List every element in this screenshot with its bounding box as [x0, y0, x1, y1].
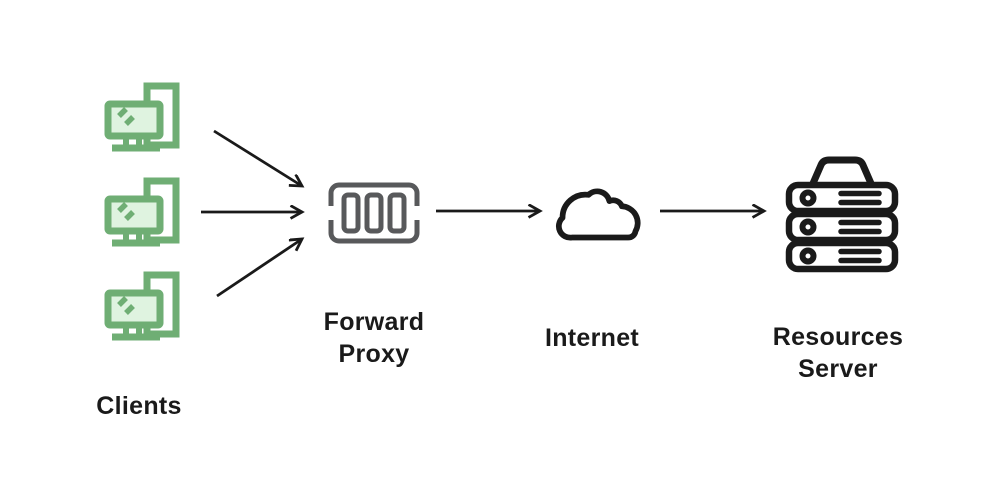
cloud-icon	[556, 188, 641, 241]
internet-label: Internet	[544, 324, 640, 352]
client-workstation-icon	[100, 82, 180, 160]
client-workstation-icon	[100, 177, 180, 255]
clients-label: Clients	[96, 392, 182, 420]
arrow-client1-to-proxy	[213, 129, 302, 186]
resources-server-label: Resources Server	[772, 323, 904, 383]
proxy-box-icon	[327, 182, 421, 244]
forward-proxy-label: Forward Proxy	[323, 308, 425, 368]
client-workstation-icon	[100, 271, 180, 349]
server-stack-icon	[785, 156, 899, 273]
arrow-client3-to-proxy	[216, 239, 302, 298]
